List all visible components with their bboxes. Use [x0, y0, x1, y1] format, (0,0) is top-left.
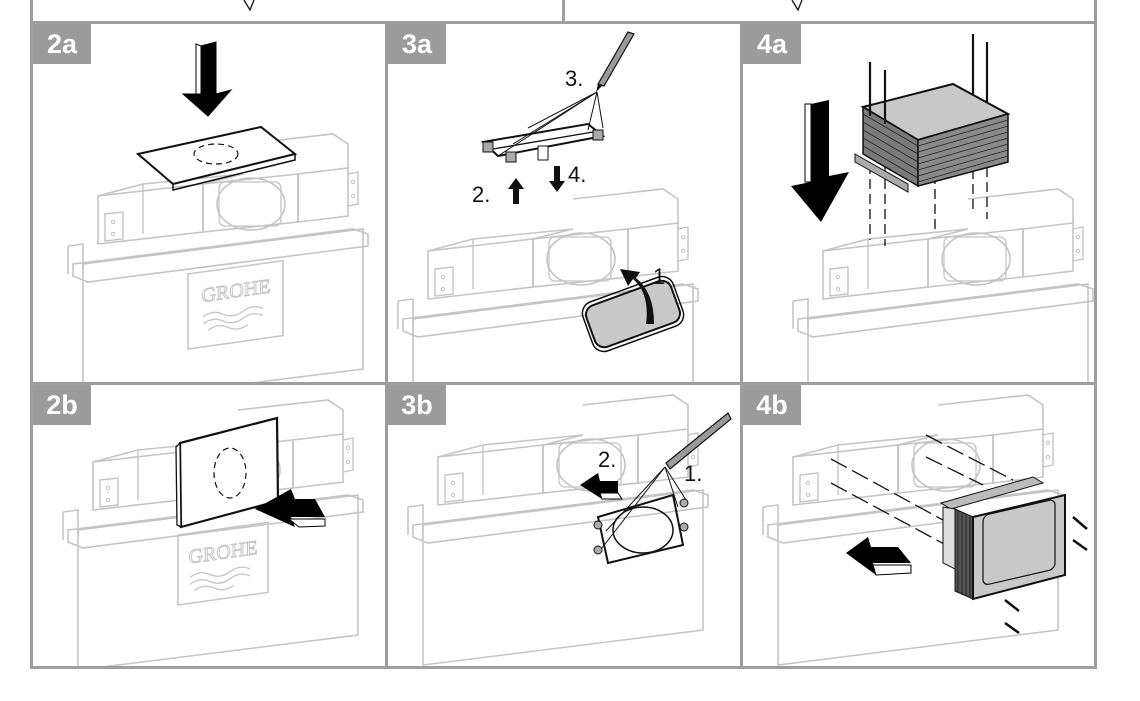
step-panel-2b: 2b GROHE: [33, 385, 385, 666]
step-panel-4b: 4b: [743, 385, 1094, 666]
step-panel-3b: 3b 2. 1.: [388, 385, 740, 666]
grid-left-border: [30, 21, 33, 669]
left-arrow-icon: [846, 537, 912, 576]
top-frame-right-border: [1094, 0, 1097, 24]
grid-top-border: [30, 21, 1097, 24]
grid-right-border: [1094, 21, 1097, 669]
down-arrow-icon: [791, 100, 849, 222]
previous-step-pointer-right: [791, 0, 803, 12]
callout-step-1: 1.: [684, 461, 703, 486]
illustration-cistern-plate-install: GROHE: [67, 41, 369, 382]
callout-step-1: 1.: [653, 264, 672, 289]
callout-step-2: 2.: [472, 182, 491, 207]
illustration-remove-frame: [397, 31, 699, 382]
illustration-install-module-front: [762, 394, 1088, 666]
sensor-module: [581, 275, 685, 353]
step-panel-3a: 3a 3. 2.: [388, 24, 740, 382]
mounting-frame: [593, 493, 689, 565]
callout-step-3: 3.: [565, 66, 584, 91]
grid-divider-1: [385, 21, 388, 669]
down-arrow-icon: [181, 41, 233, 117]
step-label: 4b: [743, 385, 801, 425]
grid-bottom-border: [30, 666, 1097, 669]
curved-arrow-icon: [620, 269, 654, 324]
previous-step-pointer-left: [243, 0, 255, 12]
screw-icon: [868, 34, 989, 124]
down-arrow-icon: [549, 166, 565, 192]
grid-divider-2: [740, 21, 743, 669]
step-label: 3b: [388, 385, 446, 425]
screwdriver-icon: [597, 31, 635, 87]
step-label: 3a: [388, 24, 446, 64]
cover-plate: [135, 125, 298, 186]
electronics-module: [854, 82, 1011, 193]
callout-step-2: 2.: [598, 447, 617, 472]
screw-icon: [1004, 516, 1088, 635]
screwdriver-icon: [665, 412, 732, 470]
step-panel-4a: 4a: [743, 24, 1094, 382]
up-arrow-icon: [508, 178, 524, 204]
svg-text:GROHE: GROHE: [189, 537, 258, 569]
grid-middle-border: [30, 382, 1097, 385]
callout-step-4: 4.: [568, 162, 587, 187]
right-arrow-icon: [255, 489, 326, 528]
electronics-module: [939, 476, 1066, 601]
step-label: 2b: [33, 385, 91, 425]
top-frame-divider: [562, 0, 565, 24]
illustration-install-module-top: [791, 34, 1094, 382]
step-panel-2a: 2a GROHE: [33, 24, 385, 382]
svg-text:GROHE: GROHE: [202, 276, 271, 308]
grohe-logo: GROHE: [187, 259, 284, 350]
step-label: 2a: [33, 24, 91, 64]
illustration-frame-front-install: [407, 394, 732, 666]
mounting-frame: [480, 122, 606, 163]
illustration-plate-front-install: GROHE: [62, 399, 364, 666]
step-label: 4a: [743, 24, 801, 64]
top-frame-left-border: [30, 0, 33, 24]
